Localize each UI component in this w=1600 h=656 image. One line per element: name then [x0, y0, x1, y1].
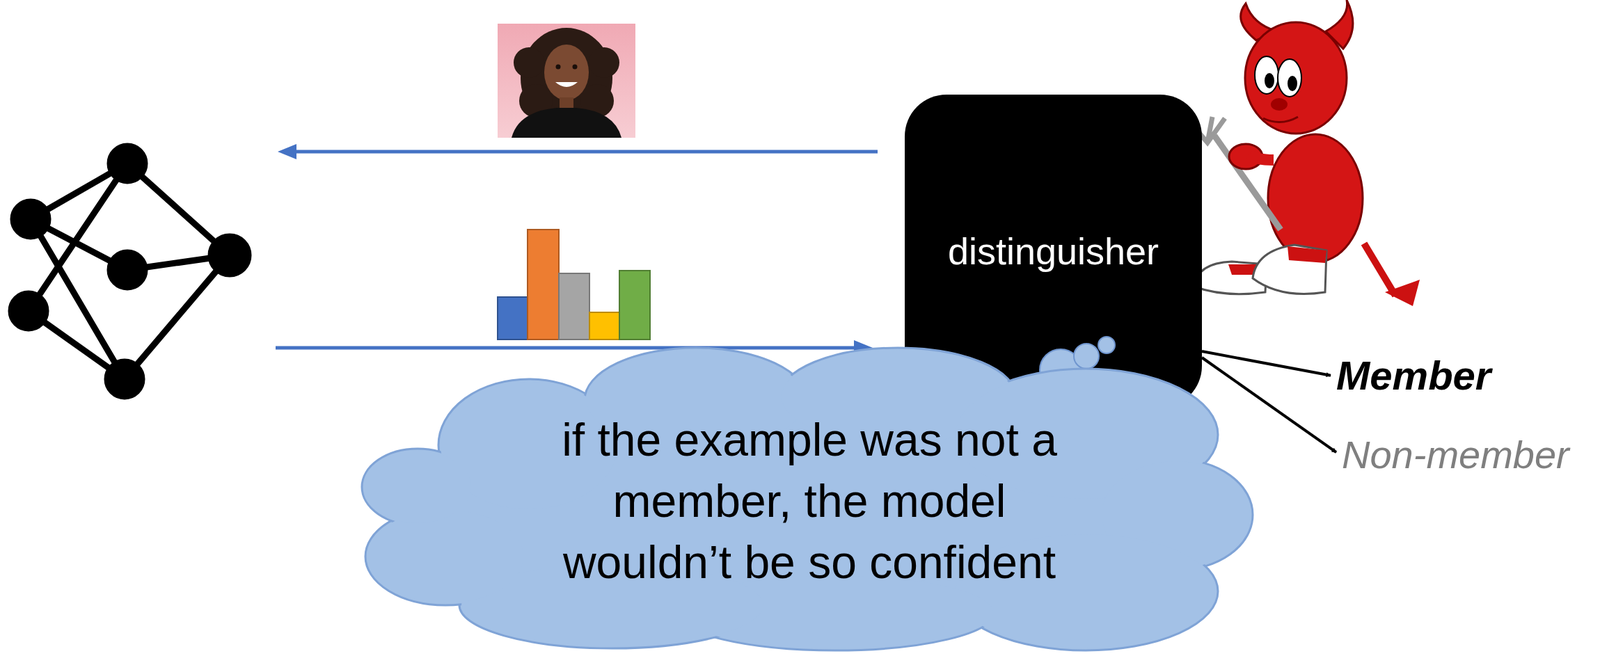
- query-arrow-part: [277, 144, 297, 160]
- portrait-photo-part: [497, 23, 636, 138]
- portrait-photo-part: [555, 82, 578, 87]
- devil-adversary-part: [1277, 59, 1302, 97]
- neural-network-icon-part: [109, 252, 145, 288]
- devil-adversary-part: [1264, 73, 1275, 89]
- devil-adversary-part: [1384, 279, 1420, 307]
- confidence-bar-chart-part: [527, 229, 559, 340]
- devil-adversary-part: [1245, 22, 1347, 134]
- thought-bubble: [1073, 343, 1099, 369]
- confidence-bar-chart: [497, 229, 651, 340]
- devil-adversary-part: [1270, 98, 1288, 111]
- confidence-bar-chart-part: [497, 297, 528, 340]
- response-arrow-part: [275, 346, 858, 351]
- output-label: Member: [1336, 351, 1491, 401]
- neural-network-icon-part: [13, 201, 49, 237]
- neural-network-icon: [11, 146, 249, 397]
- portrait-photo: [497, 23, 636, 138]
- devil-adversary-part: [1252, 244, 1327, 295]
- query-arrow: [277, 144, 878, 160]
- output-non-member: Non-member: [1341, 431, 1570, 479]
- confidence-bar-chart-part: [589, 312, 620, 340]
- portrait-photo-part: [588, 47, 620, 78]
- cloud-fill: [367, 510, 524, 604]
- neural-network-icon-part: [109, 146, 145, 181]
- devil-adversary-part: [1287, 75, 1298, 92]
- devil-adversary-part: [1249, 154, 1274, 161]
- devil-adversary-part: [1268, 134, 1363, 263]
- query-arrow-part: [292, 150, 878, 154]
- devil-adversary-part: [1214, 135, 1281, 230]
- thought-text: if the example was not a member, the mod…: [531, 409, 1088, 593]
- neural-network-icon-part: [11, 293, 46, 329]
- devil-adversary-part: [1263, 116, 1298, 123]
- cloud-outline: [361, 336, 1253, 651]
- cloud-fill: [363, 450, 472, 524]
- output-arrow: [1201, 357, 1337, 453]
- portrait-photo-part: [572, 64, 578, 70]
- devil-adversary-part: [1287, 246, 1327, 264]
- portrait-photo-part: [556, 64, 561, 70]
- thought-cloud: if the example was not a member, the mod…: [367, 327, 1252, 653]
- neural-network-icon-part: [210, 236, 249, 275]
- output-label: Non-member: [1341, 431, 1570, 479]
- thought-bubble: [1098, 336, 1115, 354]
- neural-network-icon-part: [28, 163, 128, 312]
- response-arrow: [275, 340, 873, 356]
- portrait-photo-part: [511, 107, 622, 138]
- devil-adversary-part: [1364, 243, 1396, 296]
- box-label: distinguisher: [947, 228, 1159, 275]
- output-member: Member: [1336, 351, 1491, 401]
- portrait-photo-part: [544, 44, 589, 101]
- devil-adversary-part: [1254, 56, 1279, 94]
- confidence-bar-chart-part: [558, 273, 590, 340]
- neural-network-icon-part: [107, 361, 142, 397]
- portrait-photo-part: [513, 47, 545, 78]
- devil-adversary: [1191, 0, 1420, 307]
- confidence-bar-chart-part: [619, 270, 651, 340]
